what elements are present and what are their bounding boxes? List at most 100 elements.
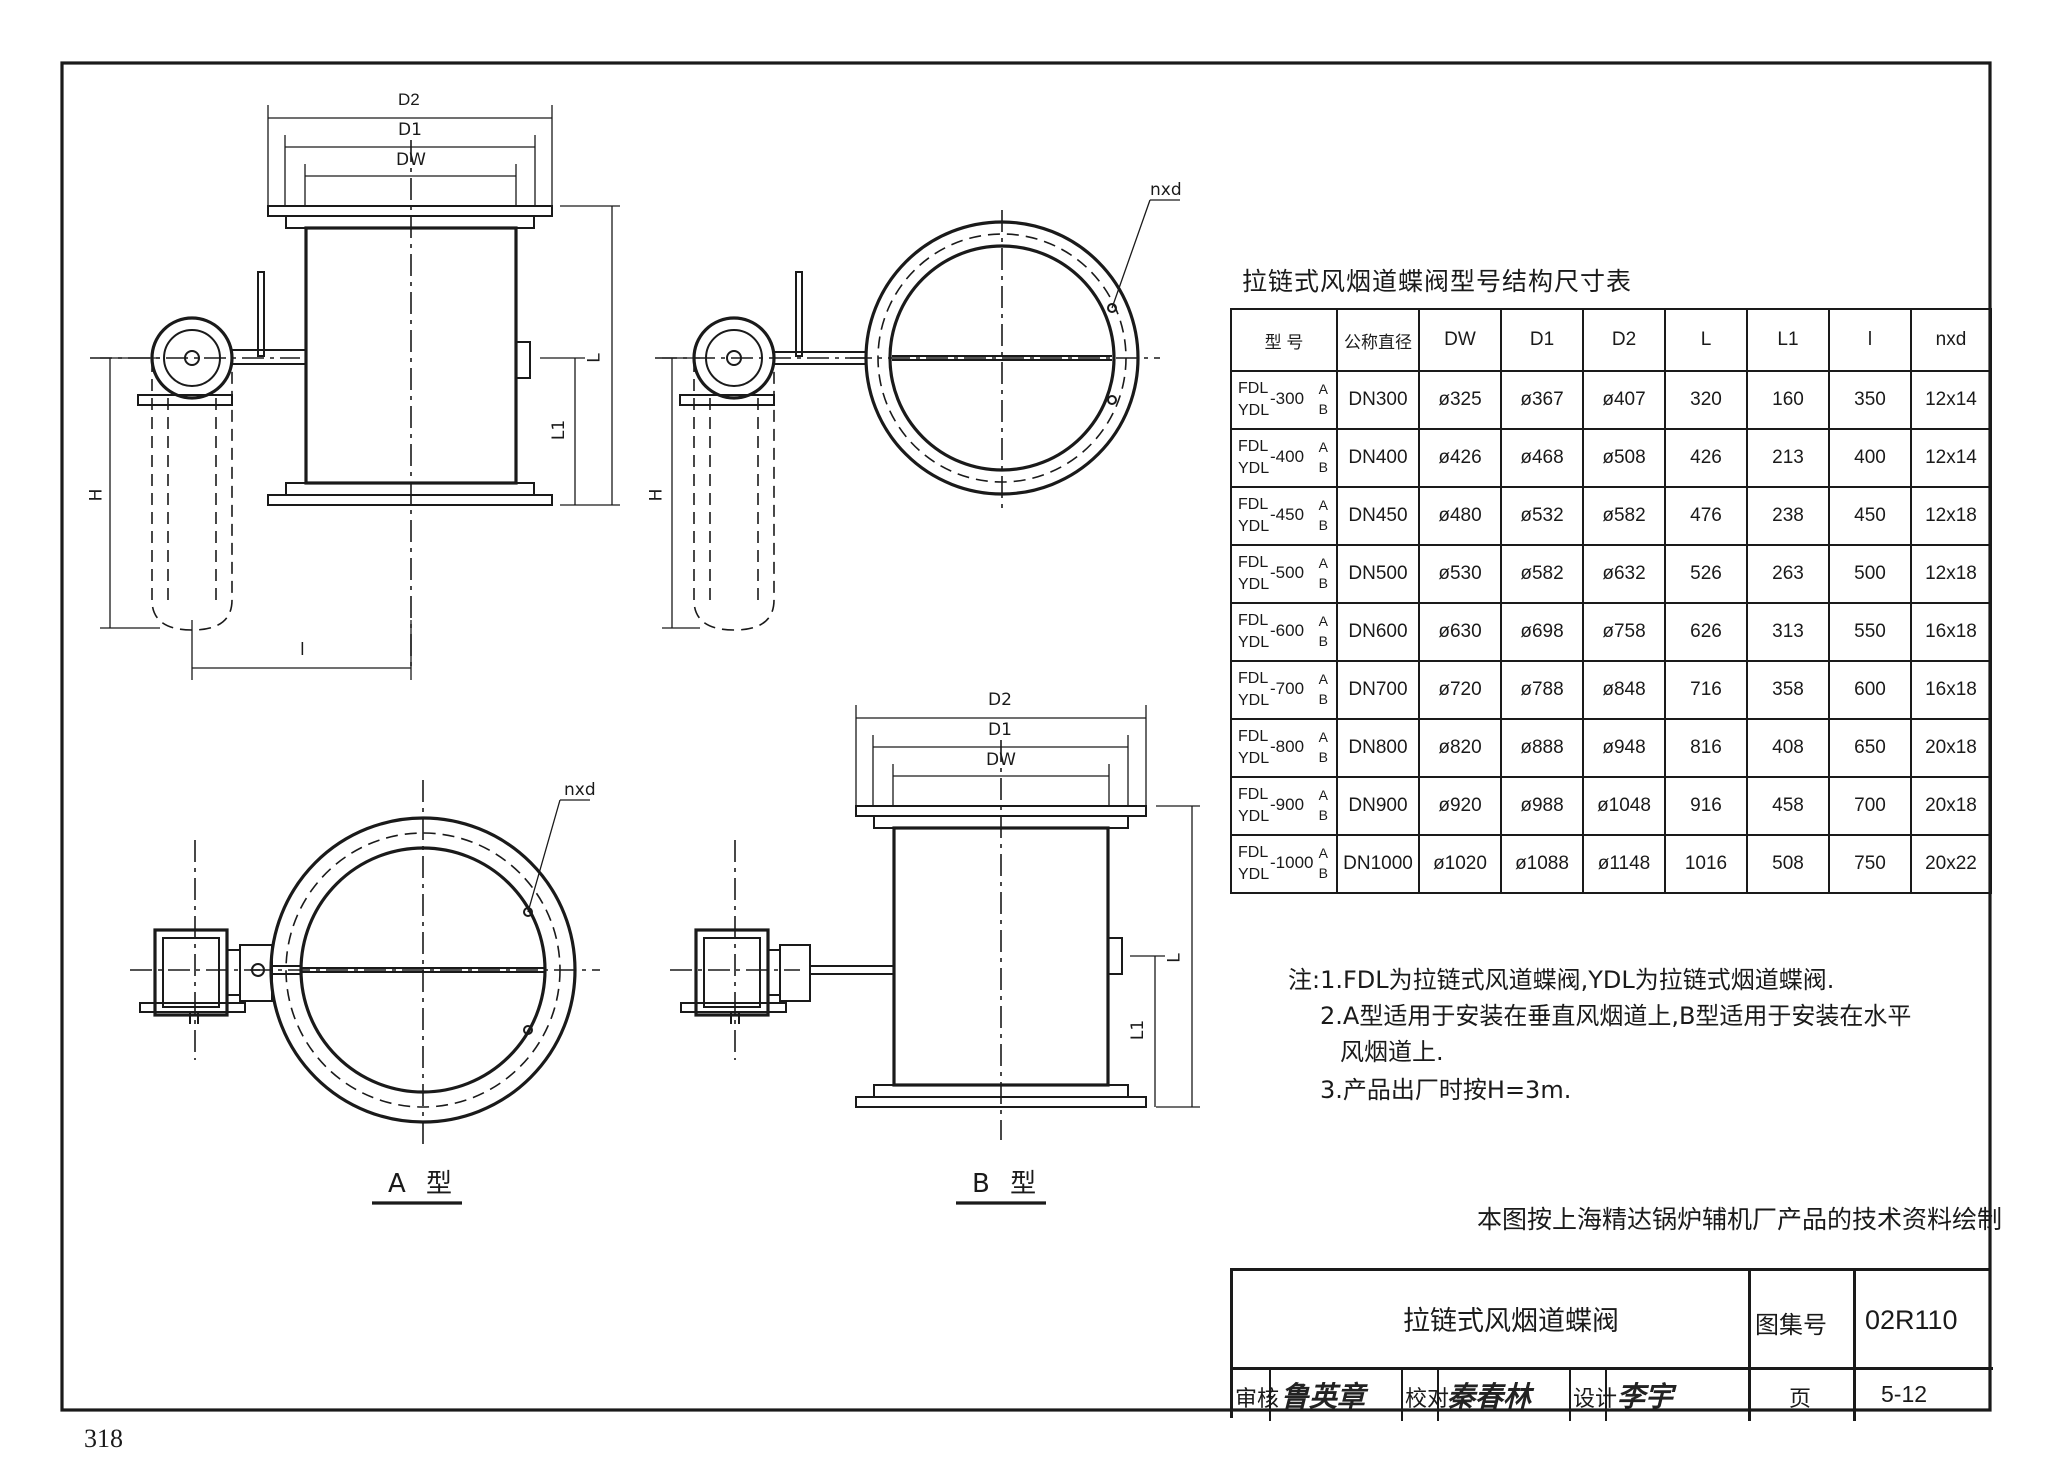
cell-nxd: 12x14 — [1910, 370, 1992, 430]
model-part: -1000 — [1270, 853, 1314, 872]
cell-nxd: 16x18 — [1910, 602, 1992, 662]
suffix-a: A — [1318, 729, 1328, 745]
drawing-title: 拉链式风烟道蝶阀 — [1403, 1306, 1619, 1337]
table-header-4: D2 — [1582, 308, 1666, 372]
cell-dn: DN700 — [1336, 660, 1420, 720]
cell-dw: ø325 — [1418, 370, 1502, 430]
cell-dw: ø1020 — [1418, 834, 1502, 894]
cell-l: 476 — [1664, 486, 1748, 546]
cell-dn: DN600 — [1336, 602, 1420, 662]
model-part: YDL — [1238, 634, 1270, 651]
cell-d1: ø788 — [1500, 660, 1584, 720]
cell-d2: ø407 — [1582, 370, 1666, 430]
dim-label-d2-b: D2 — [988, 690, 1012, 710]
table-header-8: nxd — [1910, 308, 1992, 372]
cell-l1: 408 — [1746, 718, 1830, 778]
cell-d2: ø758 — [1582, 602, 1666, 662]
table-title: 拉链式风烟道蝶阀型号结构尺寸表 — [1242, 267, 1633, 296]
table-header-5: L — [1664, 308, 1748, 372]
model-part: YDL — [1238, 692, 1270, 709]
cell-l1: 238 — [1746, 486, 1830, 546]
cell-nxd: 16x18 — [1910, 660, 1992, 720]
dim-label-L1-b: L1 — [1128, 1019, 1149, 1041]
model-part: -800 — [1270, 737, 1305, 756]
table-header-2: DW — [1418, 308, 1502, 372]
suffix-a: A — [1318, 381, 1328, 397]
model-part: FDL — [1238, 612, 1269, 629]
cell-l: 700 — [1828, 776, 1912, 836]
cell-d1: ø988 — [1500, 776, 1584, 836]
suffix-b: B — [1318, 633, 1328, 649]
cell-dw: ø530 — [1418, 544, 1502, 604]
cell-nxd: 12x18 — [1910, 544, 1992, 604]
model-part: FDL — [1238, 844, 1269, 861]
dim-label-L1-a: L1 — [549, 419, 570, 441]
cell-l: 750 — [1828, 834, 1912, 894]
dim-label-nxd-bottom: nxd — [564, 780, 596, 800]
model-part: FDL — [1238, 554, 1269, 571]
dim-label-L-a: L — [584, 353, 605, 363]
suffix-a: A — [1318, 439, 1328, 455]
table-header-1: 公称直径 — [1336, 308, 1420, 372]
cell-dw: ø630 — [1418, 602, 1502, 662]
page-number: 318 — [84, 1424, 123, 1453]
cell-l: 1016 — [1664, 834, 1748, 894]
cell-l: 526 — [1664, 544, 1748, 604]
title-block: 拉链式风烟道蝶阀 图集号 02R110 审核 鲁英章 校对 秦春林 设计 李宇 … — [1230, 1268, 1993, 1421]
cell-l1: 358 — [1746, 660, 1830, 720]
cell-dw: ø720 — [1418, 660, 1502, 720]
dim-label-d2-a: D2 — [398, 90, 420, 109]
cell-dn: DN900 — [1336, 776, 1420, 836]
cell-l1: 508 — [1746, 834, 1830, 894]
model-part: FDL — [1238, 438, 1269, 455]
design-signature: 李宇 — [1617, 1380, 1674, 1413]
cell-d2: ø1048 — [1582, 776, 1666, 836]
cell-l: 500 — [1828, 544, 1912, 604]
cell-l1: 263 — [1746, 544, 1830, 604]
cell-nxd: 20x18 — [1910, 776, 1992, 836]
model-part: -900 — [1270, 795, 1305, 814]
suffix-b: B — [1318, 517, 1328, 533]
dim-label-d1-b: D1 — [988, 720, 1012, 740]
dim-label-L-b: L — [1164, 953, 1185, 963]
cell-dn: DN800 — [1336, 718, 1420, 778]
model-part: FDL — [1238, 670, 1269, 687]
cell-dw: ø820 — [1418, 718, 1502, 778]
cell-d2: ø508 — [1582, 428, 1666, 488]
cell-l: 716 — [1664, 660, 1748, 720]
cell-d1: ø367 — [1500, 370, 1584, 430]
table-header-6: L1 — [1746, 308, 1830, 372]
cell-d2: ø848 — [1582, 660, 1666, 720]
cell-nxd: 20x22 — [1910, 834, 1992, 894]
cell-l: 916 — [1664, 776, 1748, 836]
cell-d2: ø948 — [1582, 718, 1666, 778]
cell-l: 350 — [1828, 370, 1912, 430]
check-signature: 秦春林 — [1447, 1380, 1532, 1413]
cell-l: 450 — [1828, 486, 1912, 546]
cell-d1: ø698 — [1500, 602, 1584, 662]
cell-d2: ø582 — [1582, 486, 1666, 546]
model-part: FDL — [1238, 380, 1269, 397]
model-part: -500 — [1270, 563, 1305, 582]
cell-nxd: 20x18 — [1910, 718, 1992, 778]
cell-dn: DN300 — [1336, 370, 1420, 430]
review-signature: 鲁英章 — [1281, 1380, 1366, 1413]
model-part: -400 — [1270, 447, 1305, 466]
